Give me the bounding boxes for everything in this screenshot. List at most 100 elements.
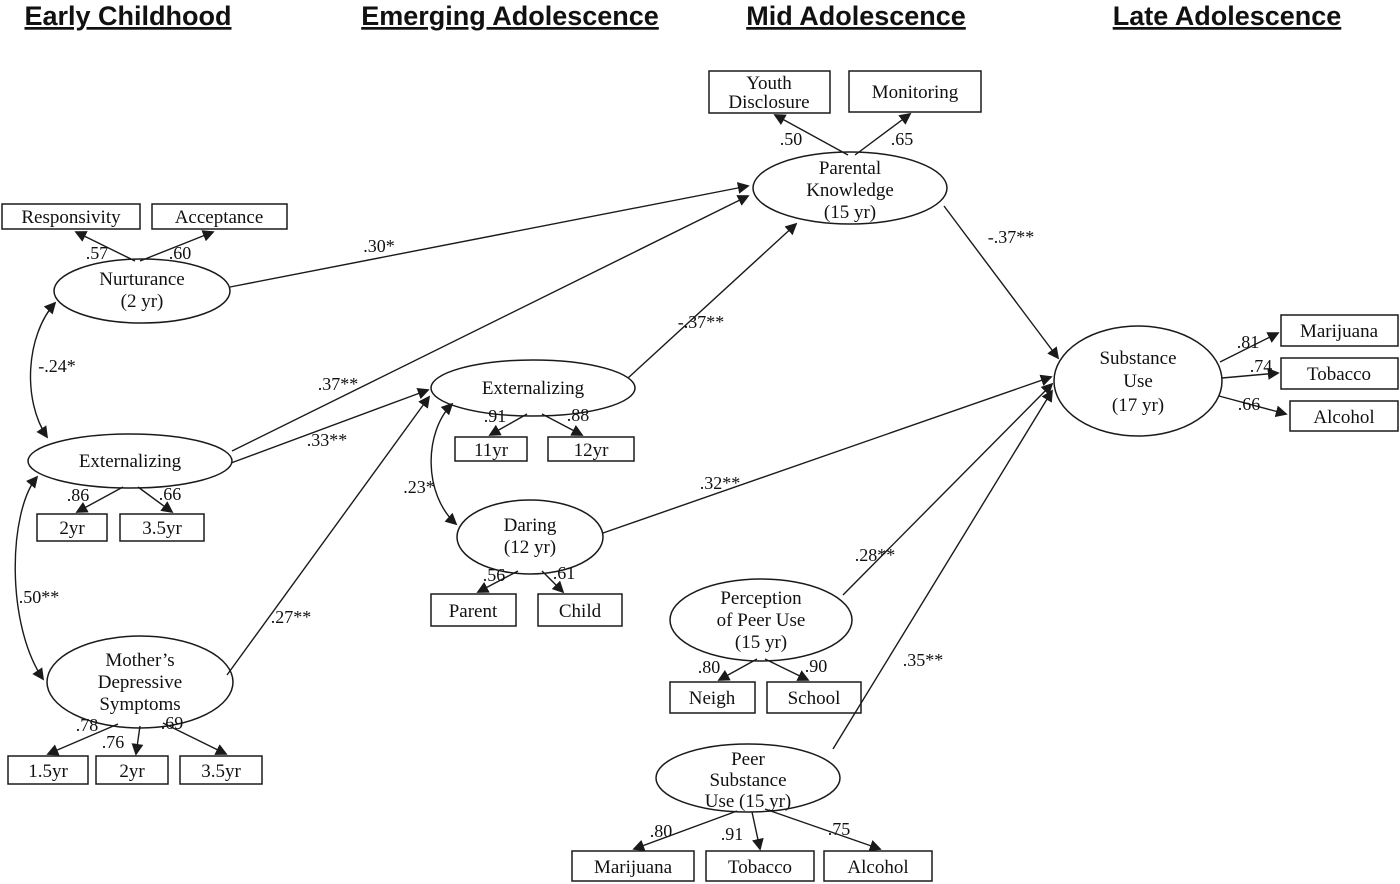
indicator-ext-12yr-box bbox=[547, 436, 635, 462]
column-header-early-childhood: Early Childhood bbox=[24, 1, 231, 31]
corr-ext-early-mothers bbox=[14, 475, 45, 681]
path-ext-early-to-parental-knowledge bbox=[231, 195, 750, 452]
indicator-md-15yr-label: 1.5yr bbox=[28, 761, 68, 782]
loading-daring-parent: .56 bbox=[483, 565, 506, 585]
coef-ext-early-to-ext-mid: .33** bbox=[307, 430, 348, 450]
indicator-school-label: School bbox=[788, 688, 841, 709]
loading-su-tobacco: .74 bbox=[1250, 356, 1273, 376]
coef-peer-use-to-substance-use: .35** bbox=[903, 650, 944, 670]
loading-arrow-md-15yr bbox=[46, 723, 119, 756]
latent-peer-substance-use-ellipse bbox=[655, 743, 841, 813]
indicator-ext-35yr-box bbox=[119, 513, 205, 542]
loading-arrow-pk-monitoring bbox=[854, 112, 912, 156]
coef-ext-early-to-parental-knowledge: .37** bbox=[318, 374, 359, 394]
loading-arrow-peer-alcohol bbox=[764, 808, 882, 852]
indicator-neigh-box bbox=[669, 681, 756, 714]
loading-arrow-perc-school bbox=[764, 658, 810, 681]
loading-nurt-acceptance: .60 bbox=[169, 243, 192, 263]
loading-arrow-nurt-acceptance bbox=[139, 230, 215, 262]
latent-mothers-label-3: Symptoms bbox=[99, 694, 180, 715]
indicator-ext-2yr-box bbox=[36, 513, 108, 542]
coef-perception-to-substance-use: .28** bbox=[855, 545, 896, 565]
indicator-su-tobacco-box bbox=[1280, 357, 1399, 390]
indicator-peer-marijuana-label: Marijuana bbox=[594, 857, 673, 878]
latent-parental-knowledge-label-2: Knowledge bbox=[806, 180, 894, 201]
latent-ext-mid-ellipse bbox=[430, 359, 636, 417]
loading-perc-school: .90 bbox=[805, 656, 828, 676]
latent-parental-knowledge-ellipse bbox=[752, 151, 948, 225]
loading-perc-neigh: .80 bbox=[698, 657, 721, 677]
indicator-ext-2yr-label: 2yr bbox=[59, 518, 85, 539]
loading-arrow-md-35yr bbox=[162, 722, 228, 755]
indicator-youth-disclosure-label-1: Youth bbox=[746, 73, 792, 94]
latent-ext-mid-label: Externalizing bbox=[482, 378, 585, 399]
indicator-monitoring-box bbox=[848, 70, 982, 113]
loading-arrow-daring-child bbox=[541, 570, 565, 594]
latent-mothers-label-2: Depressive bbox=[98, 672, 182, 693]
loading-arrow-su-tobacco bbox=[1221, 367, 1280, 380]
coef-parental-knowledge-to-substance-use: -.37** bbox=[988, 227, 1035, 247]
loading-peer-marijuana: .80 bbox=[650, 821, 673, 841]
indicator-acceptance-label: Acceptance bbox=[175, 207, 264, 228]
indicator-ext-12yr-label: 12yr bbox=[574, 440, 610, 461]
latent-substance-use-label-1: Substance bbox=[1099, 348, 1176, 369]
latent-mothers-ellipse bbox=[46, 635, 234, 729]
coef-corr-ext-mid-daring: .23* bbox=[403, 477, 435, 497]
latent-ext-early-label: Externalizing bbox=[79, 451, 182, 472]
latent-daring-label-1: Daring bbox=[504, 515, 557, 536]
path-parental-knowledge-to-substance-use bbox=[943, 205, 1060, 360]
indicator-daring-parent-box bbox=[430, 593, 517, 627]
latent-substance-use-label-2: Use bbox=[1123, 371, 1153, 392]
latent-perception-peer-use-ellipse bbox=[669, 578, 853, 662]
loading-md-35yr: .69 bbox=[161, 713, 184, 733]
column-header-late-adolescence: Late Adolescence bbox=[1113, 1, 1342, 31]
latent-nurturance-label-1: Nurturance bbox=[99, 269, 184, 290]
latent-ext-early-ellipse bbox=[27, 433, 233, 489]
loading-peer-alcohol: .75 bbox=[828, 819, 851, 839]
path-ext-early-to-ext-mid bbox=[230, 387, 430, 464]
indicator-md-2yr-label: 2yr bbox=[119, 761, 145, 782]
indicator-su-marijuana-box bbox=[1280, 314, 1399, 347]
indicator-md-2yr-box bbox=[95, 755, 169, 785]
path-daring-to-substance-use bbox=[602, 374, 1053, 534]
path-perception-to-substance-use bbox=[842, 382, 1054, 596]
indicator-ext-35yr-label: 3.5yr bbox=[142, 518, 182, 539]
latent-parental-knowledge-label-3: (15 yr) bbox=[824, 202, 876, 223]
indicator-monitoring-label: Monitoring bbox=[872, 82, 959, 103]
latent-daring-ellipse bbox=[456, 499, 604, 575]
latent-perception-label-1: Perception bbox=[720, 588, 802, 609]
loading-daring-child: .61 bbox=[553, 563, 576, 583]
loading-nurt-responsivity: .57 bbox=[86, 243, 109, 263]
loading-su-marijuana: .81 bbox=[1237, 332, 1260, 352]
corr-ext-mid-daring bbox=[430, 402, 458, 526]
latent-parental-knowledge-label-1: Parental bbox=[819, 158, 881, 179]
indicator-peer-alcohol-box bbox=[823, 850, 933, 882]
latent-perception-label-2: of Peer Use bbox=[717, 610, 806, 631]
path-ext-mid-to-parental-knowledge bbox=[627, 222, 798, 379]
loading-arrow-exte-35yr bbox=[137, 486, 174, 514]
latent-substance-use-ellipse bbox=[1053, 325, 1223, 437]
loading-exte-35yr: .66 bbox=[159, 484, 182, 504]
indicator-daring-child-box bbox=[537, 593, 623, 627]
indicator-su-tobacco-label: Tobacco bbox=[1307, 364, 1371, 385]
loading-arrow-md-2yr bbox=[131, 725, 144, 756]
column-header-mid-adolescence: Mid Adolescence bbox=[746, 1, 966, 31]
indicator-youth-disclosure-box bbox=[708, 70, 831, 114]
indicator-peer-tobacco-box bbox=[705, 850, 815, 882]
loading-md-15yr: .78 bbox=[76, 715, 99, 735]
indicator-youth-disclosure-label-2: Disclosure bbox=[728, 92, 809, 113]
latent-peer-use-label-3: Use (15 yr) bbox=[705, 791, 792, 812]
indicator-peer-marijuana-box bbox=[571, 850, 695, 882]
indicator-md-35yr-label: 3.5yr bbox=[201, 761, 241, 782]
indicator-daring-child-label: Child bbox=[559, 601, 602, 622]
indicator-ext-11yr-box bbox=[454, 436, 528, 462]
indicator-md-35yr-box bbox=[179, 755, 263, 785]
loading-arrow-nurt-responsivity bbox=[74, 231, 136, 262]
loading-arrow-extm-12yr bbox=[541, 413, 584, 436]
indicator-su-alcohol-box bbox=[1289, 400, 1399, 432]
loading-peer-tobacco: .91 bbox=[721, 824, 744, 844]
coef-daring-to-substance-use: .32** bbox=[700, 473, 741, 493]
loading-exte-2yr: .86 bbox=[67, 485, 90, 505]
